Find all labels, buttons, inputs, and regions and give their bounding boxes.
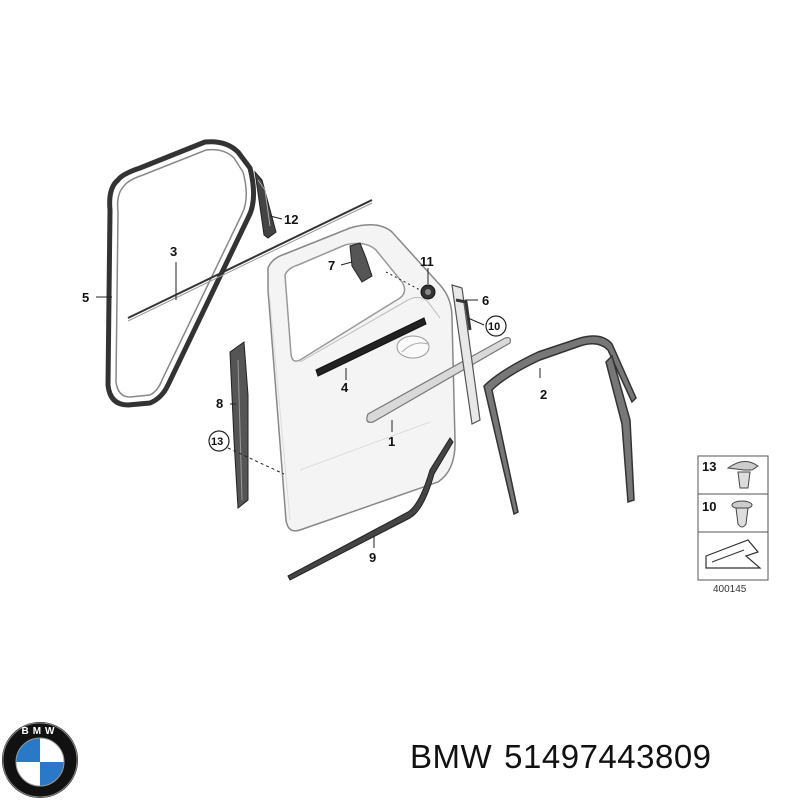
callout-13-circle xyxy=(208,430,230,452)
legend-number-10: 10 xyxy=(702,499,716,514)
svg-text:BMW: BMW xyxy=(22,726,59,737)
push-clip-icon xyxy=(726,461,759,489)
callouts: 5 3 12 7 11 6 10 4 1 2 8 13 9 xyxy=(82,212,547,565)
leader-lines xyxy=(96,215,541,548)
callout-7: 7 xyxy=(328,258,335,273)
callout-2: 2 xyxy=(540,387,547,402)
callout-5: 5 xyxy=(82,290,89,305)
diagram-code: 400145 xyxy=(713,584,747,595)
expanding-rivet-icon xyxy=(731,500,753,528)
part-7-bracket xyxy=(349,242,373,283)
callout-9: 9 xyxy=(369,550,376,565)
direction-arrow-icon xyxy=(705,539,762,569)
bmw-logo: BMW xyxy=(2,722,78,798)
callout-8: 8 xyxy=(216,396,223,411)
brand-name: BMW xyxy=(410,738,493,775)
part-5-door-seal xyxy=(105,139,256,408)
part-12-trim xyxy=(254,170,277,239)
part-number: 51497443809 xyxy=(504,738,712,775)
part-6-rear-trim xyxy=(451,284,481,425)
callout-10: 10 xyxy=(488,321,500,333)
callout-3: 3 xyxy=(170,244,177,259)
callout-12: 12 xyxy=(284,212,298,227)
part-2-window-frame xyxy=(483,335,637,516)
part-1-belt-molding xyxy=(366,336,512,423)
fastener-legend: 13 10 400145 xyxy=(697,455,769,595)
part-3-strip xyxy=(127,199,373,322)
door-panel xyxy=(267,224,456,532)
part-11-grommet xyxy=(420,284,436,300)
callout-13: 13 xyxy=(211,436,223,448)
callout-11: 11 xyxy=(420,254,434,269)
callout-4: 4 xyxy=(341,380,349,395)
part-4-belt-strip xyxy=(315,317,427,377)
callout-10-circle xyxy=(485,315,507,337)
part-9-lower-seal xyxy=(287,437,454,581)
callout-6: 6 xyxy=(482,293,489,308)
callout-1: 1 xyxy=(388,434,395,449)
part-label: BMW 51497443809 xyxy=(410,738,712,776)
legend-number-13: 13 xyxy=(702,459,716,474)
part-8-front-trim xyxy=(229,341,249,509)
